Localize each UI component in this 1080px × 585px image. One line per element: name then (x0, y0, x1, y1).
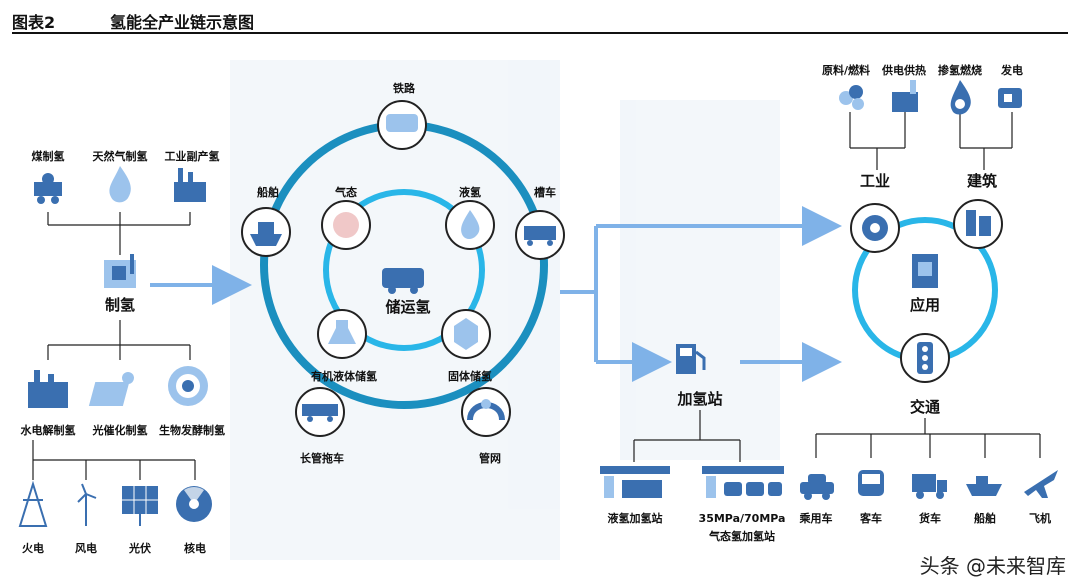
sector-industry: 工业 (860, 172, 890, 190)
method-photocatalysis: 光催化制氢 (92, 423, 148, 437)
organic-liquid-node (317, 309, 367, 359)
outer-tanker: 槽车 (534, 185, 556, 199)
figure-number: 图表2 (12, 13, 56, 32)
power-tower-icon (18, 480, 48, 527)
liquid-station-icon (600, 466, 670, 498)
sector-building: 建筑 (967, 172, 997, 190)
biofermentation-icon (168, 366, 208, 406)
sector-transport: 交通 (910, 398, 940, 416)
inner-organic-liquid: 有机液体储氢 (311, 369, 377, 383)
fuel-pump-icon (676, 344, 706, 374)
power-solar: 光伏 (128, 541, 151, 555)
nuclear-icon (176, 486, 212, 522)
outer-tube-trailer: 长管拖车 (300, 451, 344, 465)
transport-car: 乘用车 (799, 511, 833, 525)
ship-node (241, 207, 291, 257)
station-lines (633, 410, 741, 462)
source-coal: 煤制氢 (32, 149, 65, 163)
station-liquid: 液氢加氢站 (608, 511, 663, 525)
top-power-heat: 供电供热 (881, 63, 926, 77)
application-lines (815, 112, 1041, 458)
gas-station-icon (702, 466, 784, 498)
traffic-node (900, 333, 950, 383)
outer-railway: 铁路 (393, 81, 416, 95)
airplane-icon (1024, 470, 1058, 498)
truck-icon (912, 474, 947, 499)
method-biofermentation: 生物发酵制氢 (159, 423, 225, 437)
building-node (953, 199, 1003, 249)
generator-icon (998, 88, 1022, 108)
top-raw-material: 原料/燃料 (822, 63, 870, 77)
outer-pipeline: 管网 (479, 451, 501, 465)
method-electrolysis: 水电解制氢 (21, 423, 76, 437)
raw-material-icon (839, 85, 864, 110)
figure-header: 图表2 氢能全产业链示意图 (12, 5, 1068, 34)
photocatalysis-icon (88, 372, 134, 406)
power-nuclear: 核电 (184, 541, 206, 555)
transport-bus: 客车 (859, 511, 882, 525)
station-gas-line2: 气态氢加氢站 (708, 529, 775, 543)
application-center-label: 应用 (910, 296, 940, 314)
car-icon (800, 474, 834, 500)
power-heat-icon (892, 80, 918, 112)
gaseous-node (321, 200, 371, 250)
railway-node (377, 100, 427, 150)
production-section (32, 212, 196, 480)
production-center-label: 制氢 (105, 296, 135, 314)
station-gas-line1: 35MPa/70MPa (699, 512, 786, 525)
transport-ship: 船舶 (974, 511, 996, 525)
solar-panel-icon (122, 486, 158, 526)
source-industrial-byproduct: 工业副产氢 (165, 149, 220, 163)
source-watermark: 头条 @未来智库 (919, 554, 1066, 578)
top-generation: 发电 (1000, 63, 1023, 77)
station-center-label: 加氢站 (676, 390, 722, 408)
source-natural-gas: 天然气制氢 (93, 149, 148, 163)
arrows-storage-out (560, 206, 842, 382)
gas-flame-icon (109, 166, 131, 203)
inner-gaseous: 气态 (334, 185, 357, 199)
outer-ship: 船舶 (257, 185, 279, 199)
header-rule (12, 32, 1068, 34)
liquid-hydrogen-node (445, 200, 495, 250)
coal-icon (34, 173, 62, 204)
figure-title: 氢能全产业链示意图 (110, 13, 255, 32)
inner-solid: 固体储氢 (448, 369, 492, 383)
top-blend-combustion: 掺氢燃烧 (938, 63, 982, 77)
inner-liquid: 液氢 (459, 185, 481, 199)
application-center-icon (912, 254, 938, 288)
electrolysis-icon (28, 370, 68, 408)
factory-icon (174, 168, 206, 202)
storage-center-label: 储运氢 (385, 298, 430, 316)
hydrogen-plant-icon (104, 254, 136, 288)
power-wind: 风电 (75, 541, 97, 555)
background-watermark (230, 60, 780, 560)
tanker-truck-node (515, 210, 565, 260)
bus-icon (858, 470, 884, 496)
transport-aircraft: 飞机 (1029, 511, 1051, 525)
pipeline-node (461, 387, 511, 437)
wind-turbine-icon (77, 483, 97, 526)
industry-node (850, 203, 900, 253)
blend-combustion-icon (950, 80, 971, 115)
solid-storage-node (441, 309, 491, 359)
tube-trailer-node (295, 387, 345, 437)
power-thermal: 火电 (22, 541, 44, 555)
storage-center-icon (382, 268, 424, 294)
ship-icon (966, 476, 1002, 496)
transport-truck: 货车 (918, 511, 941, 525)
